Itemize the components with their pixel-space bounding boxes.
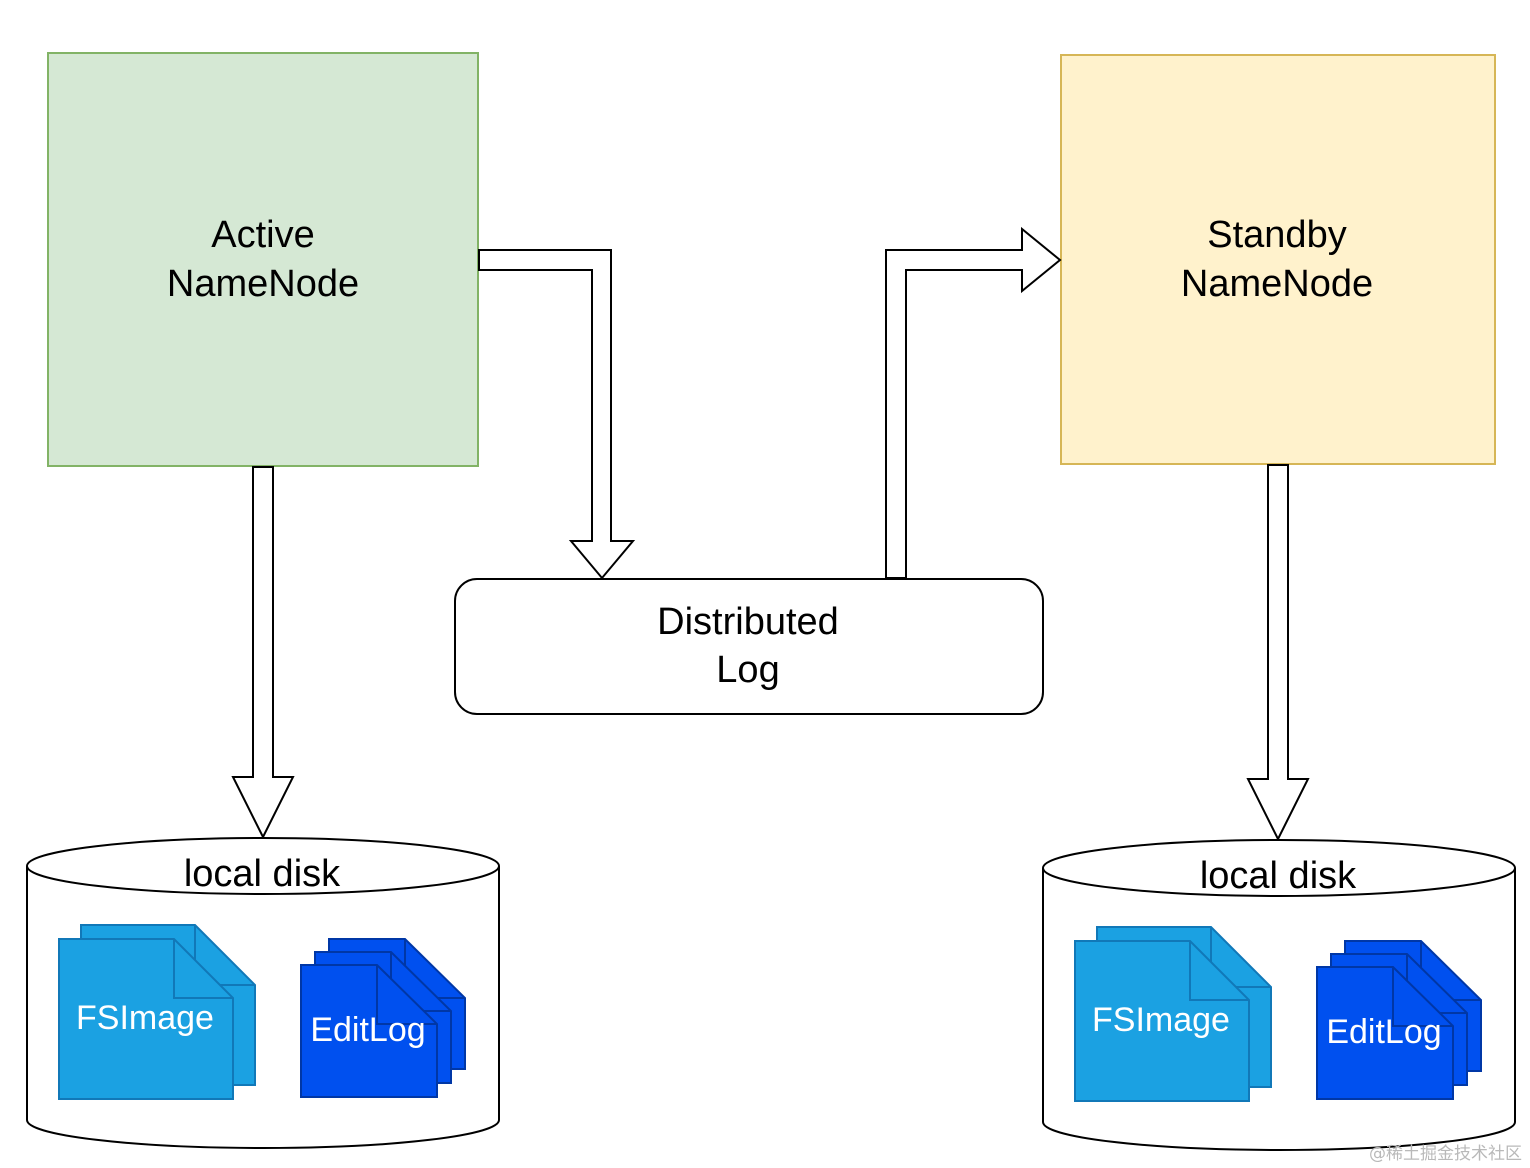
editlog-label-right: EditLog bbox=[1326, 1013, 1441, 1051]
fsimage-icon-right bbox=[1074, 926, 1272, 1102]
distributed-log: Distributed Log bbox=[454, 578, 1044, 715]
arrow-log-to-standby bbox=[885, 226, 1062, 579]
editlog-icon-left bbox=[300, 938, 466, 1098]
local-disk-left-label: local disk bbox=[184, 853, 341, 895]
standby-namenode-label-line2: NameNode bbox=[1181, 263, 1373, 305]
distributed-log-label-line1: Distributed bbox=[657, 601, 839, 643]
local-disk-left: local disk FSImage EditLog bbox=[26, 837, 500, 1149]
arrow-standby-to-disk bbox=[1246, 464, 1310, 842]
local-disk-right: local disk FSImage EditLog bbox=[1042, 839, 1516, 1151]
standby-namenode-label-line1: Standby bbox=[1207, 214, 1346, 256]
active-namenode: Active NameNode bbox=[47, 52, 479, 467]
editlog-icon-right bbox=[1316, 940, 1482, 1100]
active-namenode-label-line1: Active bbox=[211, 214, 314, 256]
fsimage-label-left: FSImage bbox=[76, 999, 214, 1037]
editlog-label-left: EditLog bbox=[310, 1011, 425, 1049]
fsimage-label-right: FSImage bbox=[1092, 1001, 1230, 1039]
fsimage-icon-left bbox=[58, 924, 256, 1100]
distributed-log-label-line2: Log bbox=[716, 649, 779, 691]
local-disk-right-label: local disk bbox=[1200, 855, 1357, 897]
arrow-active-to-disk bbox=[231, 466, 295, 840]
standby-namenode: Standby NameNode bbox=[1060, 54, 1496, 465]
watermark: @稀土掘金技术社区 bbox=[1369, 1144, 1522, 1164]
active-namenode-label-line2: NameNode bbox=[167, 263, 359, 305]
arrow-active-to-log bbox=[478, 249, 636, 580]
